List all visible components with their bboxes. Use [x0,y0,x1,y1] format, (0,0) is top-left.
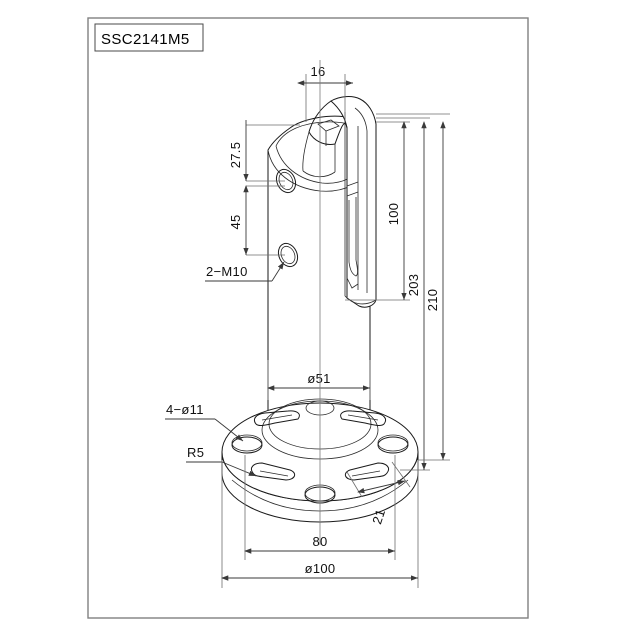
dimension-16: 16 [297,64,353,122]
note-d11-text: 4−ø11 [166,402,204,417]
slot-hole-back-left-inner [261,414,293,421]
note-d11-leader [214,418,244,442]
thread-hole-lower-outer [277,242,299,268]
dim-45-text: 45 [228,214,243,229]
note-4-d11: 4−ø11 [165,402,244,442]
clamp-saddle-left-edge [302,131,310,172]
round-hole-right [377,436,409,454]
thread-hole-upper-inner [278,171,294,191]
thread-hole-lower-inner [280,245,296,265]
slot-hole-front-left [250,462,296,481]
dimension-21: 21 [346,461,411,526]
dim-100-text: 100 [386,203,401,226]
clamp-channel-right-edge [354,107,368,293]
note-m10-leader [271,261,285,282]
dim-203-text: 203 [406,274,421,297]
slot-hole-front-right-inner [351,470,381,477]
dim-21-line [357,480,406,494]
slot-hole-back-left [253,410,300,427]
dim-210-text: 210 [425,289,440,312]
round-hole-right-chamfer [377,434,409,452]
part-number-label: SSC2141M5 [101,31,190,48]
clamp-saddle-top-facet [317,119,340,132]
thread-holes-group [275,168,299,268]
dim-d51-text: ø51 [307,371,330,386]
round-hole-left-chamfer [231,434,263,452]
note-r5: R5 [186,445,257,477]
note-2-m10: 2−M10 [205,261,285,282]
clamp-insert-top-edge [346,181,359,187]
dimension-203: 203 [376,117,430,471]
dimension-d51: ø51 [267,360,371,400]
dimension-210: 210 [376,113,450,461]
dimension-27-5: 27.5 [228,120,300,182]
slot-hole-back-right-inner [347,414,379,421]
dimension-100: 100 [345,121,410,301]
dim-d100-text: ø100 [305,561,336,576]
dimension-45: 45 [228,185,285,256]
note-m10-text: 2−M10 [206,264,248,279]
dim-16-text: 16 [310,64,325,79]
drawing-frame-border [87,17,529,619]
round-hole-left [231,436,263,454]
clamp-insert-lower-detail [346,277,359,289]
slot-hole-front-right [344,462,390,481]
flange-slot-holes [250,410,390,481]
dim-27p5-text: 27.5 [228,142,243,169]
clamp-insert-bottom-tip [348,259,358,277]
clamp-insert-second-edge [346,191,359,197]
slot-hole-back-right [340,410,387,427]
clamp-saddle-bottom-arc [302,170,336,178]
slot-hole-front-left-inner [259,470,289,477]
dim-21-text: 21 [369,507,388,526]
clamp-bottom-arc [344,295,377,305]
thread-hole-upper-outer [275,168,297,194]
dimension-d100: ø100 [221,460,419,588]
note-r5-text: R5 [187,445,204,460]
title-block-box [94,23,204,52]
note-r5-leader [221,461,257,477]
